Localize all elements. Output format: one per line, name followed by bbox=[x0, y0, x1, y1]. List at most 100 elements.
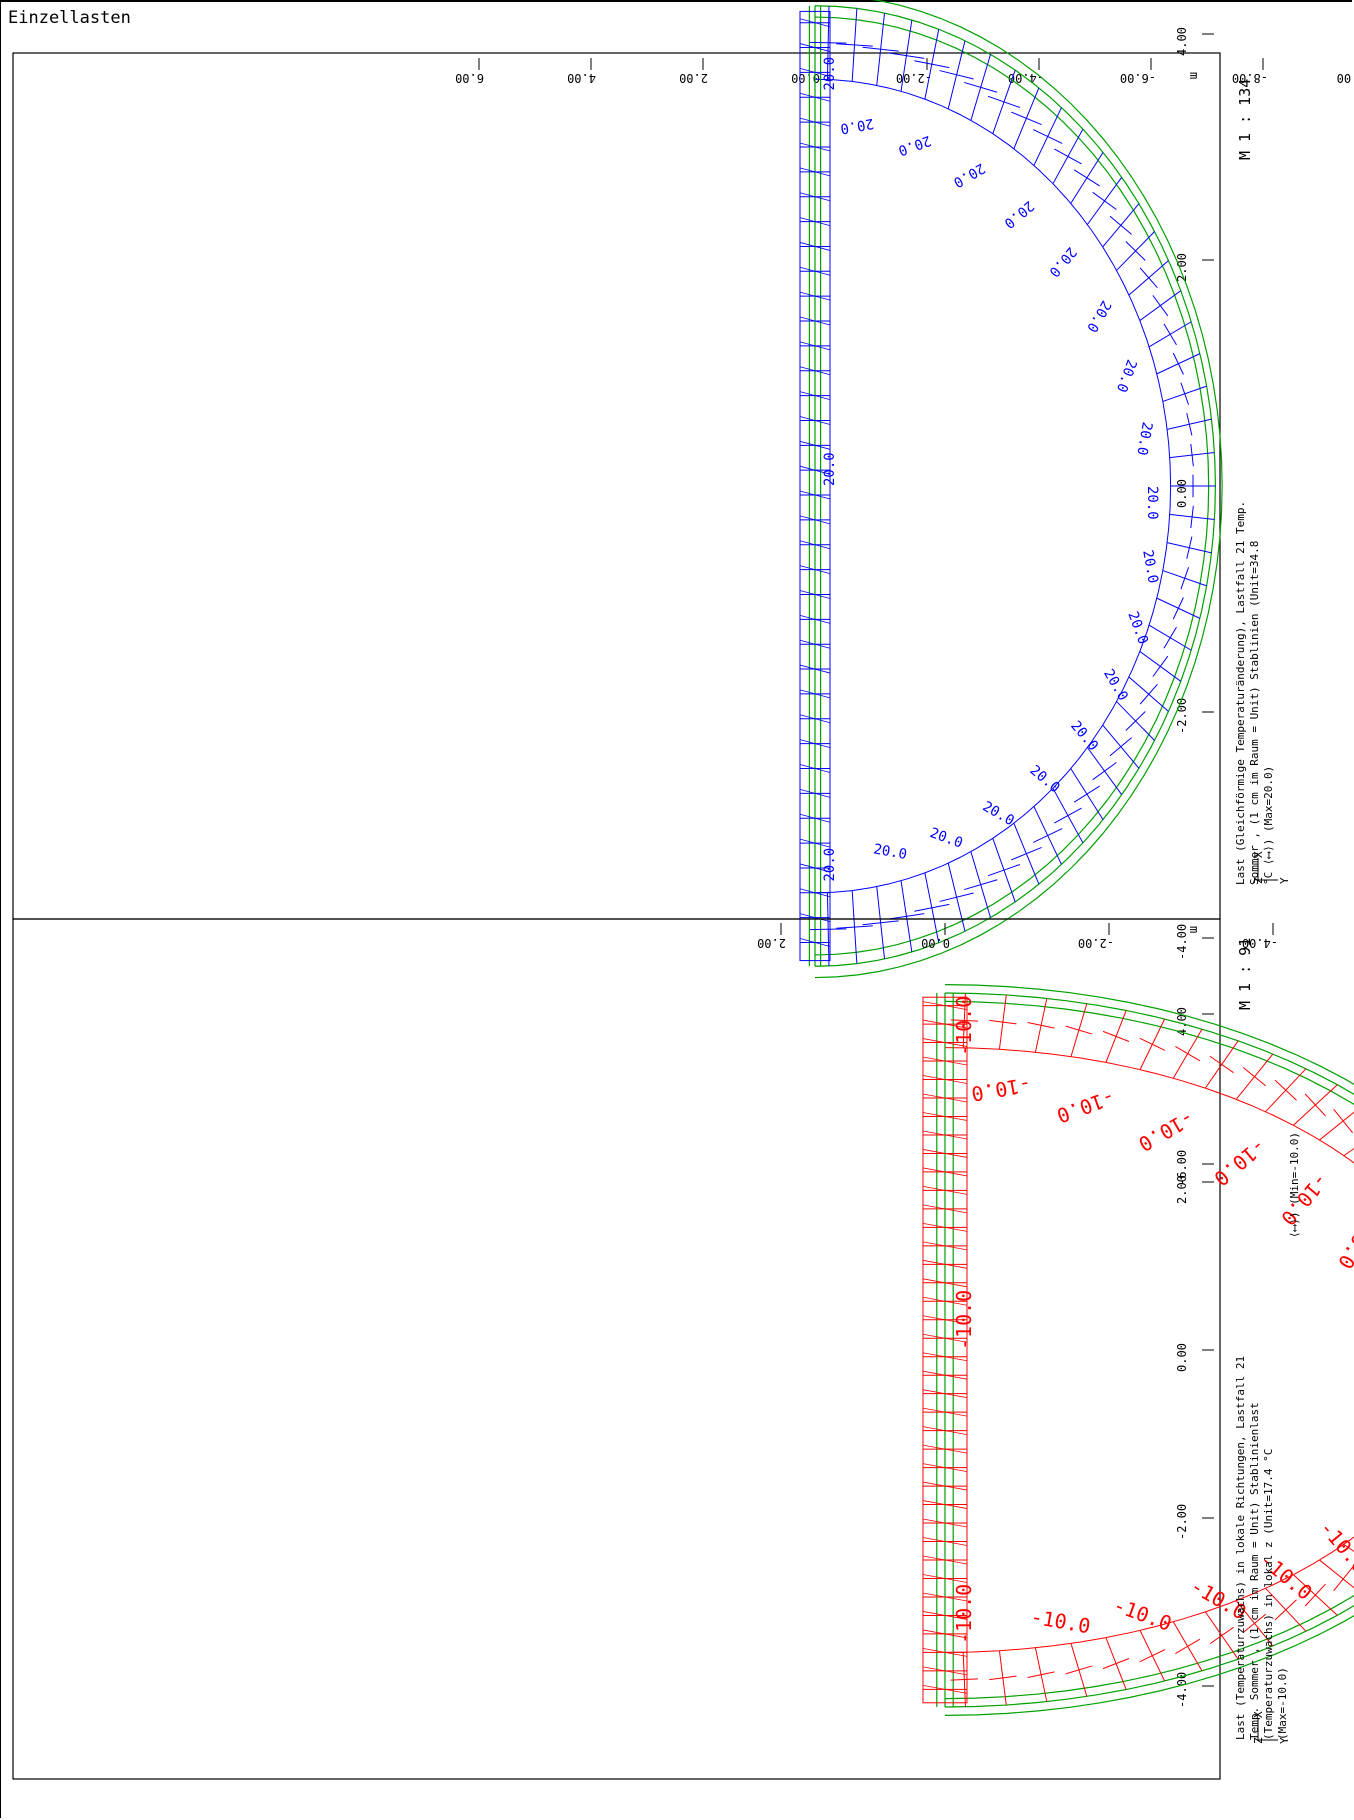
load-arrow-head bbox=[1242, 1067, 1267, 1087]
load-value-label: 20.0 bbox=[1083, 298, 1114, 335]
wall-load-arrow-head bbox=[922, 1222, 968, 1232]
load-value-label: -10.0 bbox=[970, 1072, 1033, 1106]
load-arrow-head bbox=[1175, 1638, 1201, 1654]
wall-load-arrow-head bbox=[922, 1592, 968, 1602]
wall-load-arrow-head bbox=[922, 1112, 968, 1121]
load-arrow-head bbox=[1304, 1583, 1326, 1607]
top-axis-y: Y bbox=[1278, 877, 1291, 884]
load-value-label: 20.0 bbox=[1100, 666, 1131, 703]
load-arrow-head bbox=[989, 1019, 1017, 1025]
wall-load-arrow-head bbox=[799, 192, 831, 202]
load-arrow-head bbox=[1186, 536, 1193, 559]
load-arrow-head bbox=[862, 920, 899, 926]
load-arrow bbox=[1343, 1543, 1354, 1553]
wall-load-value-label: 20.0 bbox=[822, 57, 838, 91]
load-arrow-head bbox=[950, 1678, 978, 1681]
wall-load-arrow-head bbox=[799, 465, 831, 475]
page-title: Einzellasten bbox=[8, 8, 131, 28]
wall-load-arrow-head bbox=[922, 1463, 968, 1472]
wall-load-arrow-head bbox=[799, 888, 831, 898]
panel-bottom-frame bbox=[12, 918, 1221, 1780]
load-arrow bbox=[1319, 1111, 1354, 1141]
load-value-label: -10.0 bbox=[1054, 1085, 1119, 1128]
load-value-label: 20.0 bbox=[928, 825, 965, 852]
load-arrow-head bbox=[1186, 413, 1193, 436]
x-tick-label: -4.00 bbox=[1242, 936, 1278, 950]
bottom-axis-y: Y bbox=[1278, 1737, 1291, 1744]
load-arrow-head bbox=[1175, 1046, 1201, 1062]
wall-load-arrow-head bbox=[922, 1056, 968, 1066]
arch-load-envelope bbox=[814, 78, 1172, 894]
load-value-label: 20.0 bbox=[839, 115, 875, 137]
load-arrow-head bbox=[950, 1019, 978, 1022]
load-arrow-head bbox=[1073, 169, 1100, 187]
wall-load-band bbox=[799, 10, 831, 962]
wall-load-arrow-head bbox=[799, 863, 831, 873]
wall-load-arrow-head bbox=[799, 92, 831, 102]
wall-load-arrow-head bbox=[922, 1481, 968, 1491]
load-value-label: 20.0 bbox=[950, 160, 987, 191]
wall-load-arrow-head bbox=[922, 1555, 968, 1565]
y-tick-label: 2.00 bbox=[1175, 1175, 1189, 1204]
load-arrow-head bbox=[809, 928, 847, 931]
load-arrow-head bbox=[939, 70, 974, 80]
bottom-x-ticks: 2.000.00-2.00-4.00-6.00-8.00-10.00 bbox=[757, 923, 1278, 950]
load-arrow-head bbox=[987, 864, 1021, 877]
load-arrow-head bbox=[888, 913, 925, 920]
load-arrow-head bbox=[1054, 148, 1082, 165]
load-arrow-head bbox=[1033, 828, 1063, 843]
wall-load-arrow-head bbox=[799, 565, 831, 575]
load-value-label: -10.0 bbox=[1276, 1169, 1333, 1231]
caption-line: Sommer , (1 cm im Raum = Unit) Stablinie… bbox=[1248, 541, 1261, 885]
wall-load-arrow-head bbox=[799, 739, 831, 749]
caption-line: (Max=-10.0) bbox=[1276, 1667, 1289, 1740]
x-tick-label: -8.00 bbox=[1232, 71, 1268, 85]
wall-load-arrow-head bbox=[922, 1666, 968, 1676]
arch-outline bbox=[814, 0, 1223, 979]
load-arrow-head bbox=[1092, 762, 1117, 781]
wall-load-arrow-head bbox=[799, 639, 831, 649]
wall-load-arrow-head bbox=[799, 117, 831, 127]
wall-load-arrow-head bbox=[922, 1444, 968, 1454]
x-tick-label: 0.00 bbox=[791, 71, 820, 85]
load-arrow-head bbox=[1065, 1665, 1093, 1675]
load-arrow-head bbox=[964, 81, 998, 93]
wall-load-arrow-head bbox=[799, 43, 831, 52]
top-x-ticks: 6.004.002.000.00-2.00-4.00-6.00-8.00-10.… bbox=[455, 58, 1354, 85]
wall-load-arrow-head bbox=[922, 1186, 968, 1195]
wall-load-arrow-head bbox=[799, 614, 831, 624]
wall-load-arrow-head bbox=[922, 1574, 968, 1583]
load-arrow-head bbox=[1152, 295, 1169, 317]
load-value-label: 20.0 bbox=[1124, 609, 1151, 646]
load-arrow-head bbox=[1033, 129, 1063, 144]
x-tick-label: -6.00 bbox=[1120, 71, 1156, 85]
wall-load-arrow-head bbox=[799, 788, 831, 798]
wall-load-arrow-head bbox=[922, 1093, 968, 1103]
wall-load-arrow-head bbox=[922, 1629, 968, 1639]
y-tick-label: -4.00 bbox=[1175, 924, 1189, 960]
wall-load-arrow-head bbox=[922, 1315, 968, 1325]
load-arrow-head bbox=[1209, 1626, 1234, 1645]
load-arrow-head bbox=[1304, 1093, 1326, 1117]
load-value-label: 20.0 bbox=[1144, 486, 1160, 520]
bottom-axis-x: X bbox=[1252, 1711, 1265, 1718]
load-arrow-head bbox=[1073, 785, 1100, 803]
wall-load-arrow-head bbox=[799, 813, 831, 823]
wall-load-arrow-head bbox=[799, 440, 831, 450]
y-tick-label: -4.00 bbox=[1175, 1672, 1189, 1708]
load-arrow-head bbox=[1102, 1030, 1130, 1042]
load-arrow-head bbox=[1092, 191, 1117, 210]
load-arrow-head bbox=[1152, 655, 1169, 677]
x-tick-label: -2.00 bbox=[896, 71, 932, 85]
load-value-label: 20.0 bbox=[1027, 762, 1063, 796]
wall-load-arrow-head bbox=[922, 1684, 968, 1694]
load-arrow-head bbox=[1139, 1037, 1166, 1051]
caption-line: Temp. Sommer , (1 cm im Raum = Unit) Sta… bbox=[1248, 1402, 1261, 1740]
load-arrow-head bbox=[1102, 1658, 1130, 1670]
load-arrow-head bbox=[1172, 597, 1184, 620]
wall-load-arrow-head bbox=[922, 1149, 968, 1158]
top-caption: Last (Gleichförmige Temperaturänderung),… bbox=[1234, 501, 1275, 885]
wall-load-arrow-head bbox=[799, 515, 831, 525]
y-tick-label: -2.00 bbox=[1175, 698, 1189, 734]
